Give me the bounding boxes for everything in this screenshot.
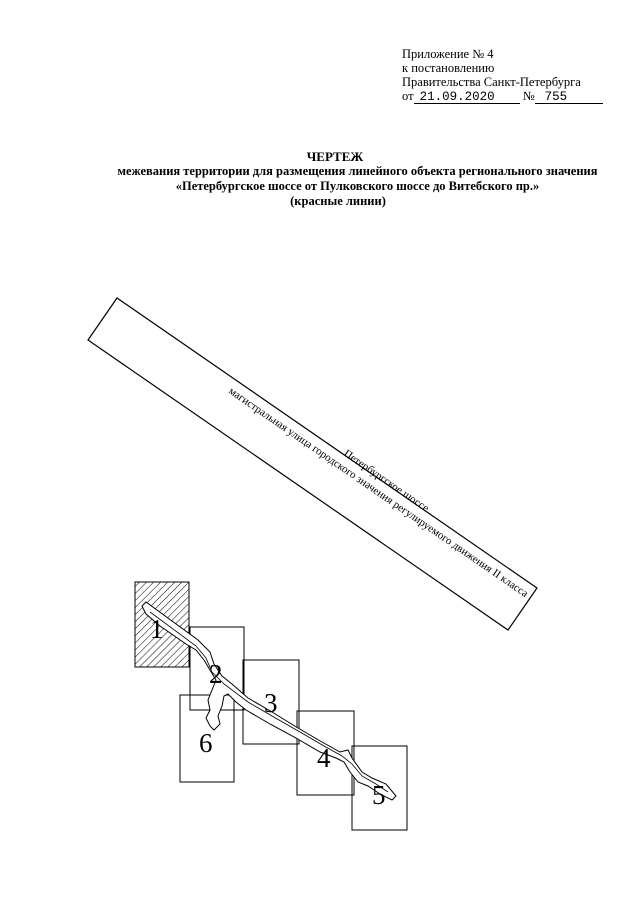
drawing-title: ЧЕРТЕЖ межевания территории для размещен… <box>0 149 640 209</box>
title-heading: ЧЕРТЕЖ <box>306 149 364 164</box>
sheet-4-frame <box>296 710 355 796</box>
sheet-2-number: 2 <box>209 659 223 689</box>
appendix-line-1: Приложение № 4 <box>402 47 494 61</box>
road-label-group: Петербургское шоссе магистральная улица … <box>226 385 530 600</box>
sheet-5-number: 5 <box>372 780 386 810</box>
sheet-6-frame <box>179 694 235 783</box>
date-value: 21.09.2020 <box>413 91 520 104</box>
road-strip-outline <box>87 297 538 631</box>
title-red-lines: (красные линии) <box>290 194 386 208</box>
number-value: 755 <box>534 91 603 104</box>
sheet-1-number: 1 <box>150 614 164 644</box>
appendix-line-3: Правительства Санкт-Петербурга <box>402 75 581 89</box>
date-prefix: от <box>402 89 414 103</box>
sheet-5-frame <box>351 745 408 831</box>
title-subject: межевания территории для размещения лине… <box>117 164 598 178</box>
road-category-label: магистральная улица городского значения … <box>226 385 530 600</box>
title-object-name: «Петербургское шоссе от Пулковского шосс… <box>175 179 540 193</box>
sheet-6-number: 6 <box>199 728 213 758</box>
appendix-line-2: к постановлению <box>402 61 495 75</box>
sheet-4-number: 4 <box>317 743 331 773</box>
sheet-3-number: 3 <box>264 688 278 718</box>
red-line-inner <box>149 611 389 793</box>
appendix-block: Приложение № 4 к постановлению Правитель… <box>402 47 632 104</box>
number-prefix: № <box>522 89 535 103</box>
